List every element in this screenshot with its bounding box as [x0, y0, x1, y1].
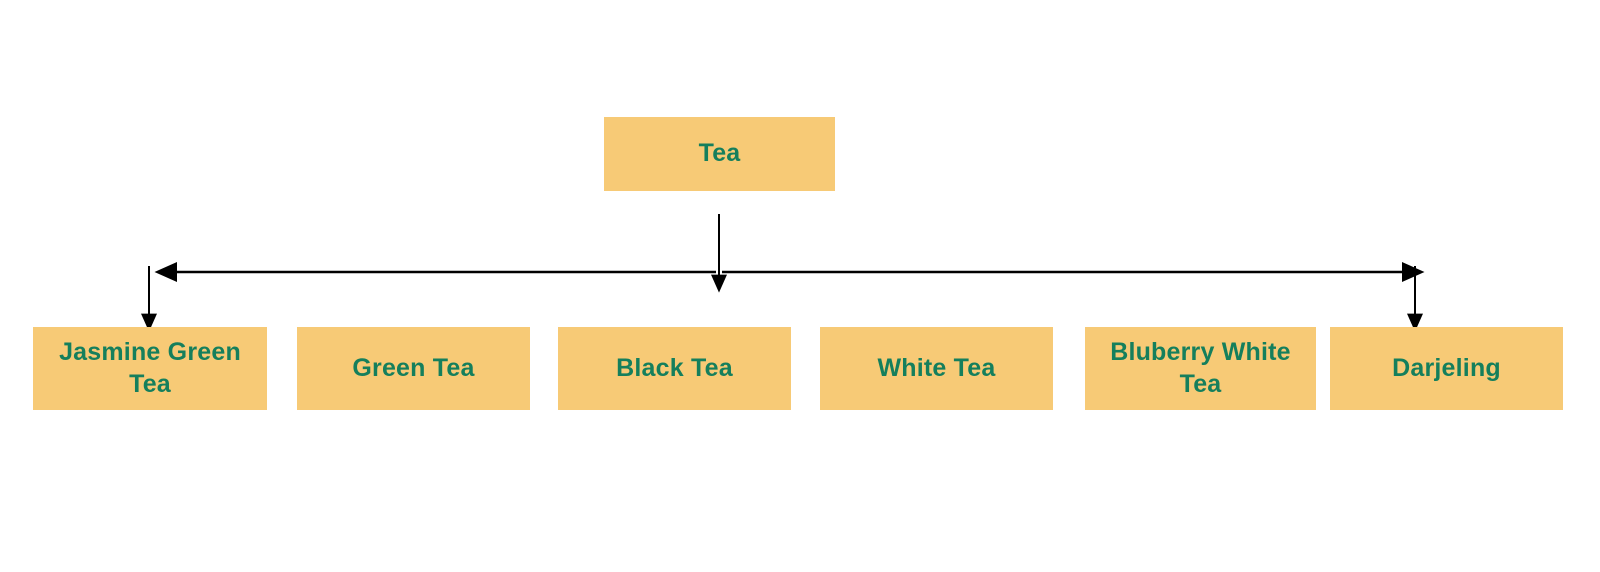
node-leaf-bluberry-white-tea[interactable]: Bluberry White Tea: [1085, 327, 1316, 410]
node-leaf-green-tea[interactable]: Green Tea: [297, 327, 530, 410]
node-leaf-black-tea[interactable]: Black Tea: [558, 327, 791, 410]
node-leaf-darjeling[interactable]: Darjeling: [1330, 327, 1563, 410]
node-root-tea[interactable]: Tea: [604, 117, 835, 191]
node-leaf-white-tea[interactable]: White Tea: [820, 327, 1053, 410]
node-leaf-jasmine-green-tea[interactable]: Jasmine Green Tea: [33, 327, 267, 410]
